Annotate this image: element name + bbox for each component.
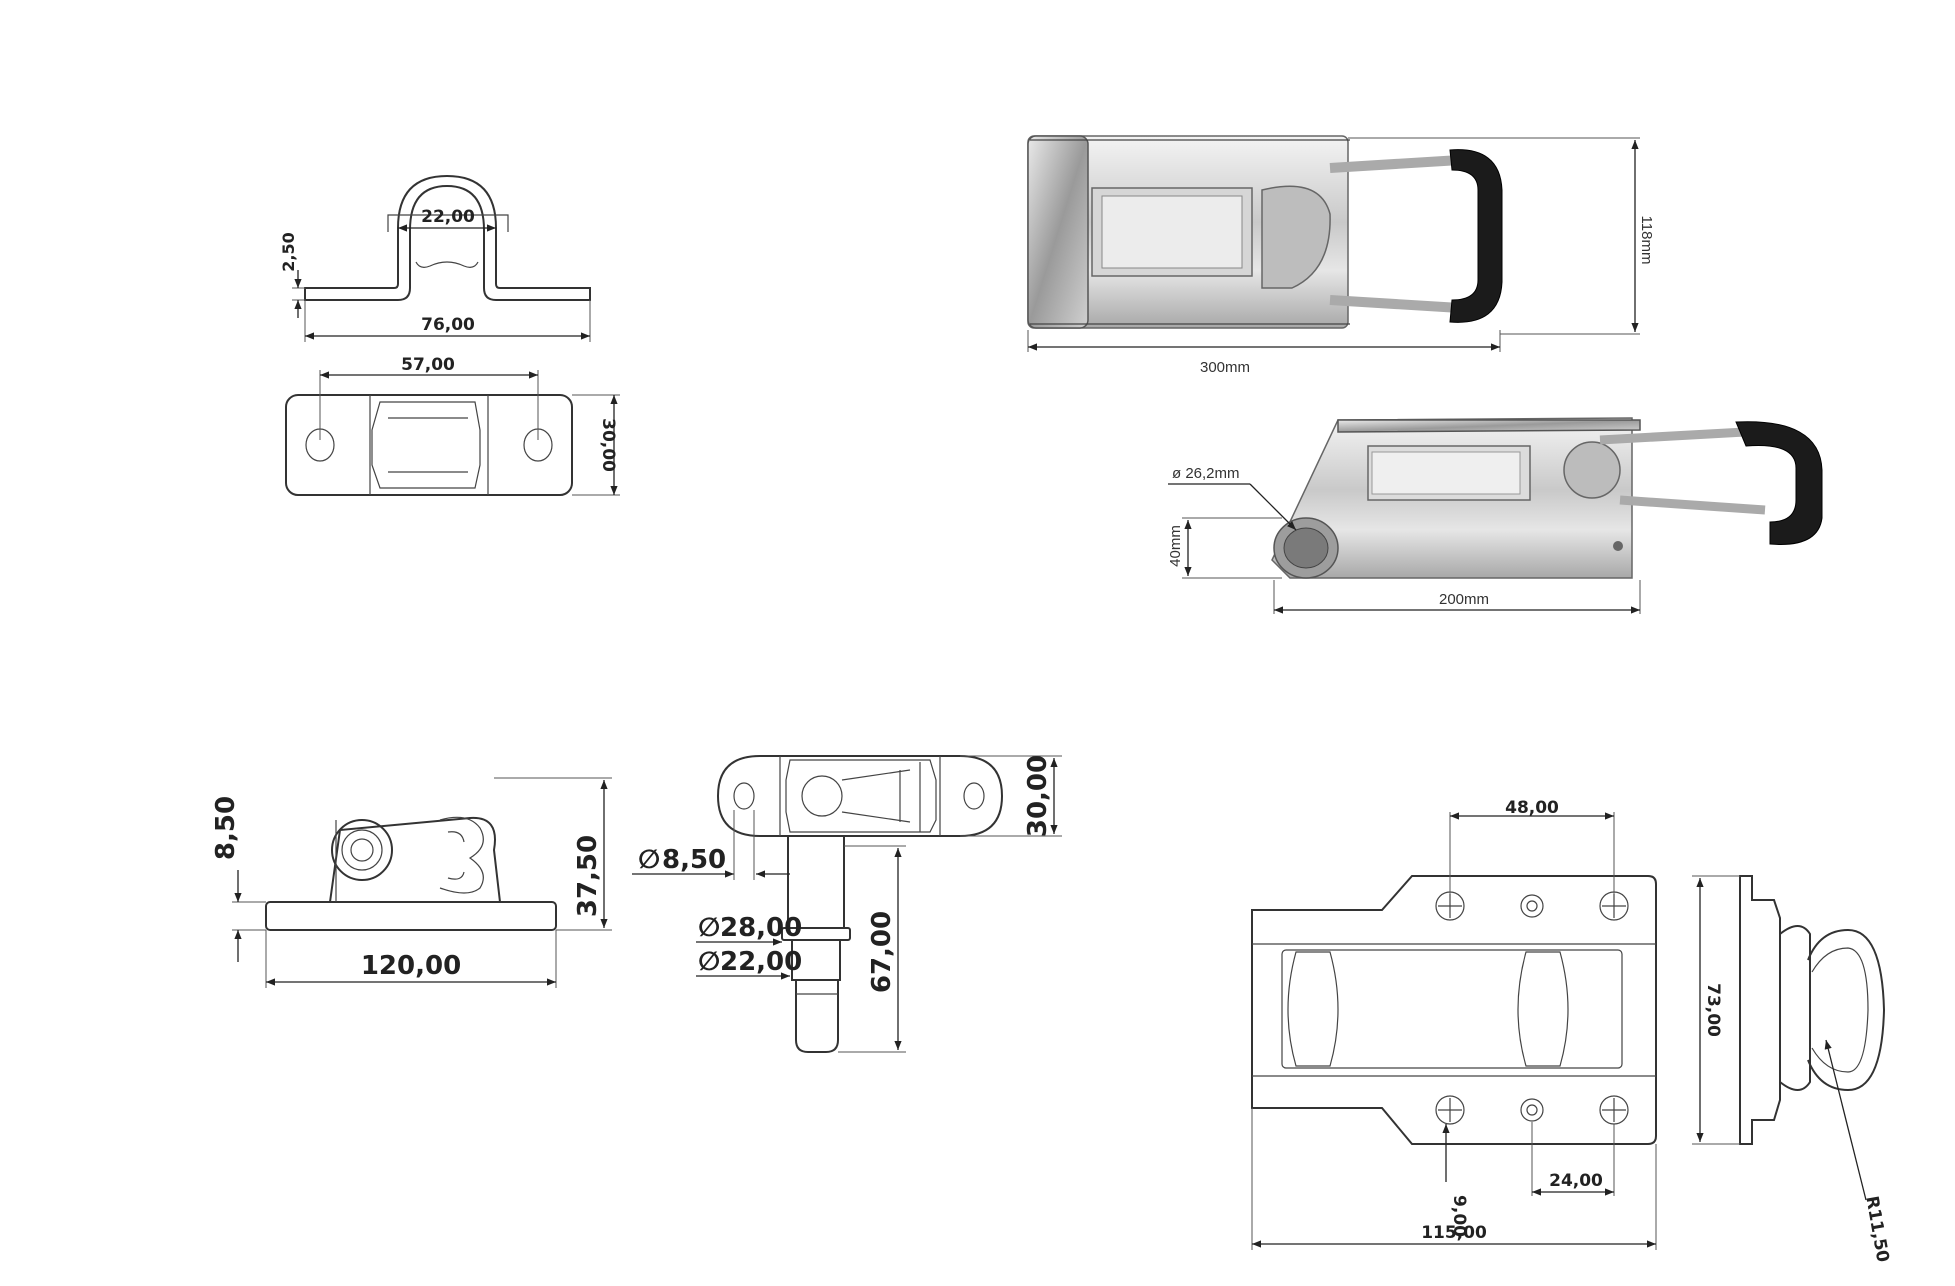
dim-pin-dia-2: ∅ 22,00 [696, 947, 802, 980]
mount-hole-top-mid [1520, 894, 1544, 918]
mount-hole-top-left [1435, 891, 1465, 921]
photo-side-height-dim: 40mm [1167, 517, 1282, 579]
dim-width: 22,00 [398, 207, 496, 232]
dim-c-radius-label: R11,50 [1861, 1194, 1892, 1263]
dim-offset: 8,50 [211, 796, 266, 962]
dim-pin-dia-1: ∅ 28,00 [696, 913, 802, 946]
latch-base-front-view [716, 755, 1004, 1053]
mounting-plate-top-view [1251, 875, 1657, 1145]
dim-c-length: 115,00 [1251, 1108, 1657, 1250]
dim-height: 37,50 [494, 777, 612, 931]
photo-side-length-label: 200mm [1439, 591, 1489, 608]
dim-width-label: 22,00 [421, 207, 475, 227]
latch-photo-top-view: 118mm 300mm [1027, 135, 1655, 376]
dim-pin-dia-2-symbol: ∅ [698, 947, 720, 977]
mount-hole-bottom-mid [1520, 1098, 1544, 1122]
dim-c-length-label: 115,00 [1421, 1223, 1487, 1243]
dim-thickness-label: 2,50 [279, 232, 298, 271]
dim-c-height: 73,00 [1692, 875, 1740, 1145]
dim-length: 76,00 [304, 300, 591, 342]
mount-hole-top-right [1599, 891, 1629, 921]
dim-base-length: 120,00 [265, 930, 557, 988]
photo-top-length-label: 300mm [1200, 359, 1250, 376]
mount-hole-bottom-right [1599, 1095, 1629, 1125]
dim-c-hole-spacing-label: 48,00 [1505, 798, 1559, 818]
strike-plate-top-view [285, 394, 573, 496]
dim-pin-dia-2-label: 22,00 [720, 947, 802, 977]
dim-thickness: 2,50 [279, 232, 305, 318]
dim-c-hole-dia: 9,00 [1442, 1124, 1469, 1237]
dim-front-width: 30,00 [960, 755, 1062, 837]
dim-hole-spacing: 57,00 [319, 355, 539, 440]
dim-c-height-label: 73,00 [1703, 983, 1723, 1037]
photo-side-length-dim: 200mm [1273, 580, 1641, 614]
dim-depth-label: 30,00 [598, 418, 618, 472]
dim-hole-dia-symbol: ∅ [638, 845, 660, 875]
mounting-plate-side-view [1739, 875, 1886, 1145]
dim-pin-dia-1-label: 28,00 [720, 913, 802, 943]
photo-top-length-dim: 300mm [1027, 330, 1501, 376]
dim-offset-label: 8,50 [211, 796, 241, 860]
dim-base-length-label: 120,00 [361, 951, 461, 981]
dim-pin-dia-1-symbol: ∅ [698, 913, 720, 943]
latch-base-side-view [265, 816, 557, 931]
dim-length-label: 76,00 [421, 315, 475, 335]
strike-plate-side-view [304, 174, 591, 301]
dim-c-small-spacing-label: 24,00 [1549, 1171, 1603, 1191]
photo-side-diameter-dim: ø 26,2mm [1168, 465, 1297, 531]
dim-c-hole-dia-label: 9,00 [1449, 1195, 1469, 1237]
dim-height-label: 37,50 [573, 835, 603, 917]
dim-front-width-label: 30,00 [1023, 755, 1053, 837]
dim-c-radius: R11,50 [1824, 1039, 1893, 1264]
drawing-c-mounting-plate: 48,00 73,00 9,00 24,00 115,00 R11,50 [1251, 798, 1893, 1264]
photo-side-diameter-label: ø 26,2mm [1172, 465, 1240, 482]
drawing-b-latch-base: 8,50 37,50 120,00 ∅ 8,50 30,00 [211, 755, 1062, 1053]
latch-photo-side-view: ø 26,2mm 40mm 200mm [1167, 417, 1823, 614]
drawing-a-strike-plate: 22,00 2,50 76,00 57,00 30,00 [279, 174, 620, 496]
dim-pin-length-label: 67,00 [867, 911, 897, 993]
dim-c-small-spacing: 24,00 [1531, 1122, 1615, 1196]
photo-side-height-label: 40mm [1167, 525, 1184, 567]
photo-top-height-dim: 118mm [1348, 137, 1655, 335]
dim-hole-dia-label: 8,50 [662, 845, 726, 875]
dim-pin-length: 67,00 [838, 845, 906, 1053]
mount-hole-bottom-left [1435, 1095, 1465, 1125]
photo-top-height-label: 118mm [1638, 216, 1655, 265]
dim-hole-spacing-label: 57,00 [401, 355, 455, 375]
dim-hole-dia: ∅ 8,50 [632, 810, 790, 880]
dim-depth: 30,00 [572, 394, 620, 496]
dim-c-hole-spacing: 48,00 [1449, 798, 1615, 894]
